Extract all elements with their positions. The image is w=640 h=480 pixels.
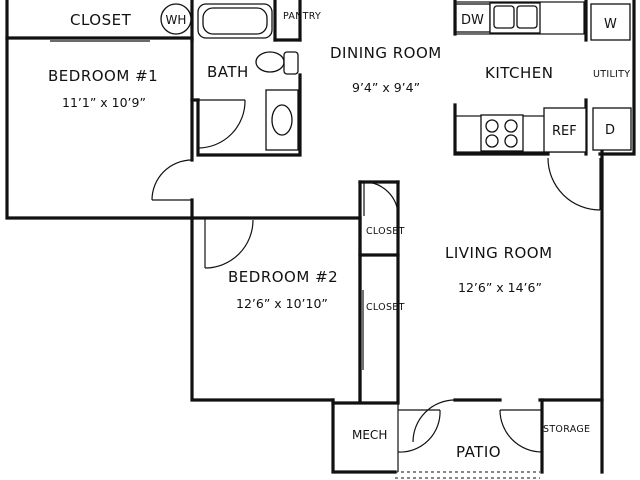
kitchen-fixtures [455,2,632,153]
bedroom1-label: BEDROOM #1 [48,67,158,85]
closet-top-label: CLOSET [70,11,132,29]
closet-a-label: CLOSET [366,226,405,237]
dryer-label: D [605,123,615,138]
bedroom2-dimensions: 12’6” x 10’10” [236,296,328,311]
doors [50,37,601,479]
washer-icon [590,3,631,41]
bedroom1-dimensions: 11’1” x 10’9” [62,95,146,110]
closet-b-label: CLOSET [366,302,405,313]
living-room-dimensions: 12’6” x 14’6” [458,280,542,295]
mech-label: MECH [352,428,387,442]
washer-label: W [604,17,617,32]
living-room-label: LIVING ROOM [445,244,553,262]
dining-room-label: DINING ROOM [330,44,442,62]
bath-fixtures [160,3,299,151]
dryer-icon [592,107,632,151]
refrigerator-label: REF [552,124,577,139]
water-heater-icon [160,3,192,35]
bedroom2-label: BEDROOM #2 [228,268,338,286]
utility-label: UTILITY [593,69,630,80]
pantry-label: PANTRY [283,11,321,22]
patio-label: PATIO [456,443,501,461]
dishwasher-label: DW [461,13,484,28]
kitchen-label: KITCHEN [485,64,554,82]
bath-label: BATH [207,63,249,81]
toilet-icon [255,51,285,73]
labels: CLOSET WH BEDROOM #1 11’1” x 10’9” BATH … [48,11,630,461]
storage-label: STORAGE [543,424,590,435]
dining-room-dimensions: 9’4” x 9’4” [352,80,420,95]
sink-icon [265,89,299,151]
dishwasher-icon [455,3,491,33]
refrigerator-icon [543,107,587,153]
water-heater-label: WH [166,13,187,27]
